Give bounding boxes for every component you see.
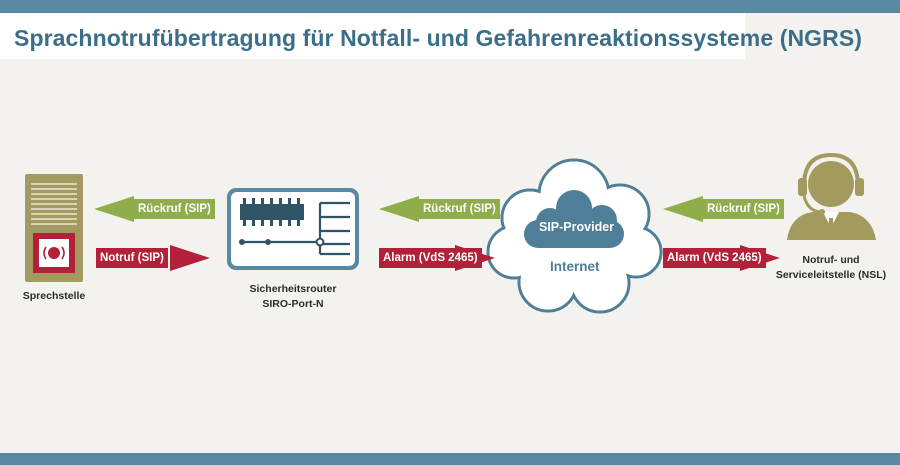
arrow-notruf xyxy=(170,245,210,271)
intercom-icon xyxy=(25,174,83,282)
internet-label: Internet xyxy=(550,259,600,274)
operator-headset-icon xyxy=(787,152,876,240)
cloud-icon xyxy=(486,158,663,314)
router-caption: Sicherheitsrouter SIRO-Port-N xyxy=(233,282,353,312)
nsl-caption-line2: Serviceleitstelle (NSL) xyxy=(775,269,887,281)
router-icon xyxy=(227,188,359,270)
link-label-rueckruf-2: Rückruf (SIP) xyxy=(419,199,500,219)
router-caption-line1: Sicherheitsrouter xyxy=(249,283,337,295)
top-band xyxy=(0,0,900,13)
arrow-rueckruf-3 xyxy=(663,196,703,222)
link-label-notruf: Notruf (SIP) xyxy=(96,248,168,268)
link-label-rueckruf-1: Rückruf (SIP) xyxy=(134,199,215,219)
arrow-rueckruf-2 xyxy=(379,196,419,222)
link-label-alarm-1: Alarm (VdS 2465) xyxy=(379,248,482,268)
link-label-alarm-2: Alarm (VdS 2465) xyxy=(663,248,766,268)
router-caption-line2: SIRO-Port-N xyxy=(262,298,324,310)
sprechstelle-caption: Sprechstelle xyxy=(22,290,86,302)
link-label-rueckruf-3: Rückruf (SIP) xyxy=(703,199,784,219)
arrow-rueckruf-1 xyxy=(94,196,134,222)
diagram-title: Sprachnotrufübertragung für Notfall- und… xyxy=(14,25,863,51)
nsl-caption: Notruf- und Serviceleitstelle (NSL) xyxy=(766,253,896,283)
provider-label: SIP-Provider xyxy=(539,220,615,234)
nsl-caption-line1: Notruf- und xyxy=(802,254,860,266)
bottom-band xyxy=(0,453,900,465)
title-box xyxy=(0,13,745,59)
